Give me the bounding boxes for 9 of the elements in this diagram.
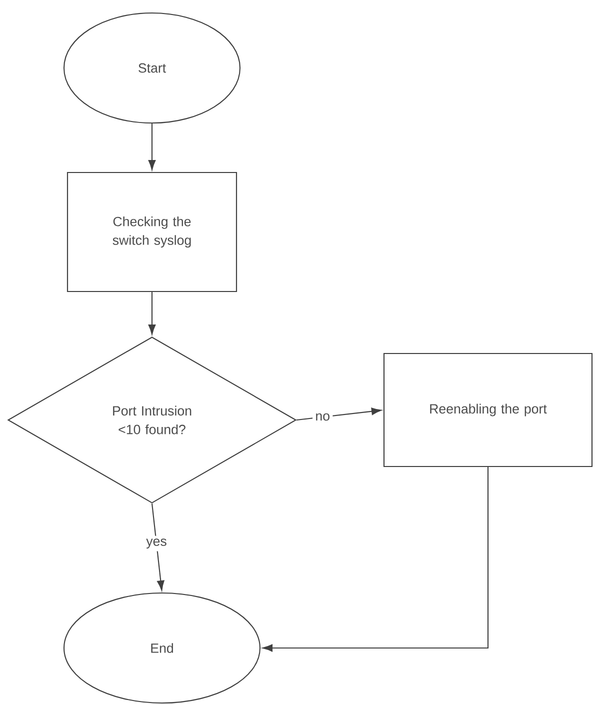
arrow [296,408,382,421]
arrow [148,292,156,335]
process-box: Reenabling the port [383,352,593,468]
edge-label: yes [143,536,170,552]
process-box: Checking the switch syslog [66,172,238,292]
arrow [151,503,164,591]
edge-label: no [312,410,333,424]
arrow [148,124,156,170]
arrow [262,467,489,652]
